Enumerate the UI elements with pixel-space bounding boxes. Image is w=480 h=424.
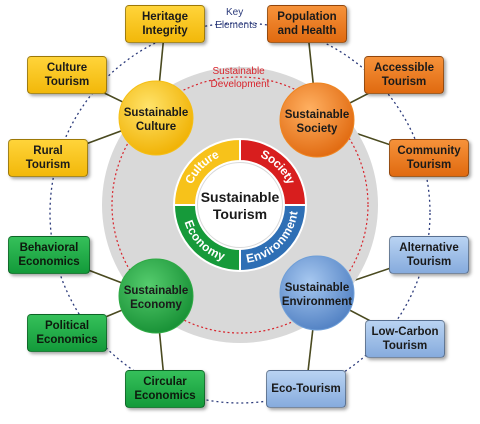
pillar-economy: [118, 258, 194, 334]
element-box-society-2: Community Tourism: [389, 139, 469, 177]
pillar-society: [279, 82, 355, 158]
development-dotted-circle: [111, 76, 369, 334]
element-box-culture-1: Culture Tourism: [27, 56, 107, 94]
element-box-environment-0: Alternative Tourism: [389, 236, 469, 274]
element-box-environment-1: Low-Carbon Tourism: [365, 320, 445, 358]
outer-dotted-circle: [49, 22, 431, 404]
center-disc: [198, 163, 282, 247]
element-box-economy-1: Political Economics: [27, 314, 107, 352]
element-box-environment-2: Eco-Tourism: [266, 370, 346, 408]
element-box-culture-0: Heritage Integrity: [125, 5, 205, 43]
ring-segment-economy: [172, 204, 241, 273]
element-box-society-1: Accessible Tourism: [364, 56, 444, 94]
element-box-economy-2: Circular Economics: [125, 370, 205, 408]
element-box-society-0: Population and Health: [267, 5, 347, 43]
development-label: Sustainable Development: [211, 66, 270, 90]
key-elements-label: Key Elements: [215, 7, 257, 31]
pillar-environment: [279, 255, 355, 331]
element-box-economy-0: Behavioral Economics: [8, 236, 90, 274]
element-box-culture-2: Rural Tourism: [8, 139, 88, 177]
pillar-culture: [118, 80, 194, 156]
